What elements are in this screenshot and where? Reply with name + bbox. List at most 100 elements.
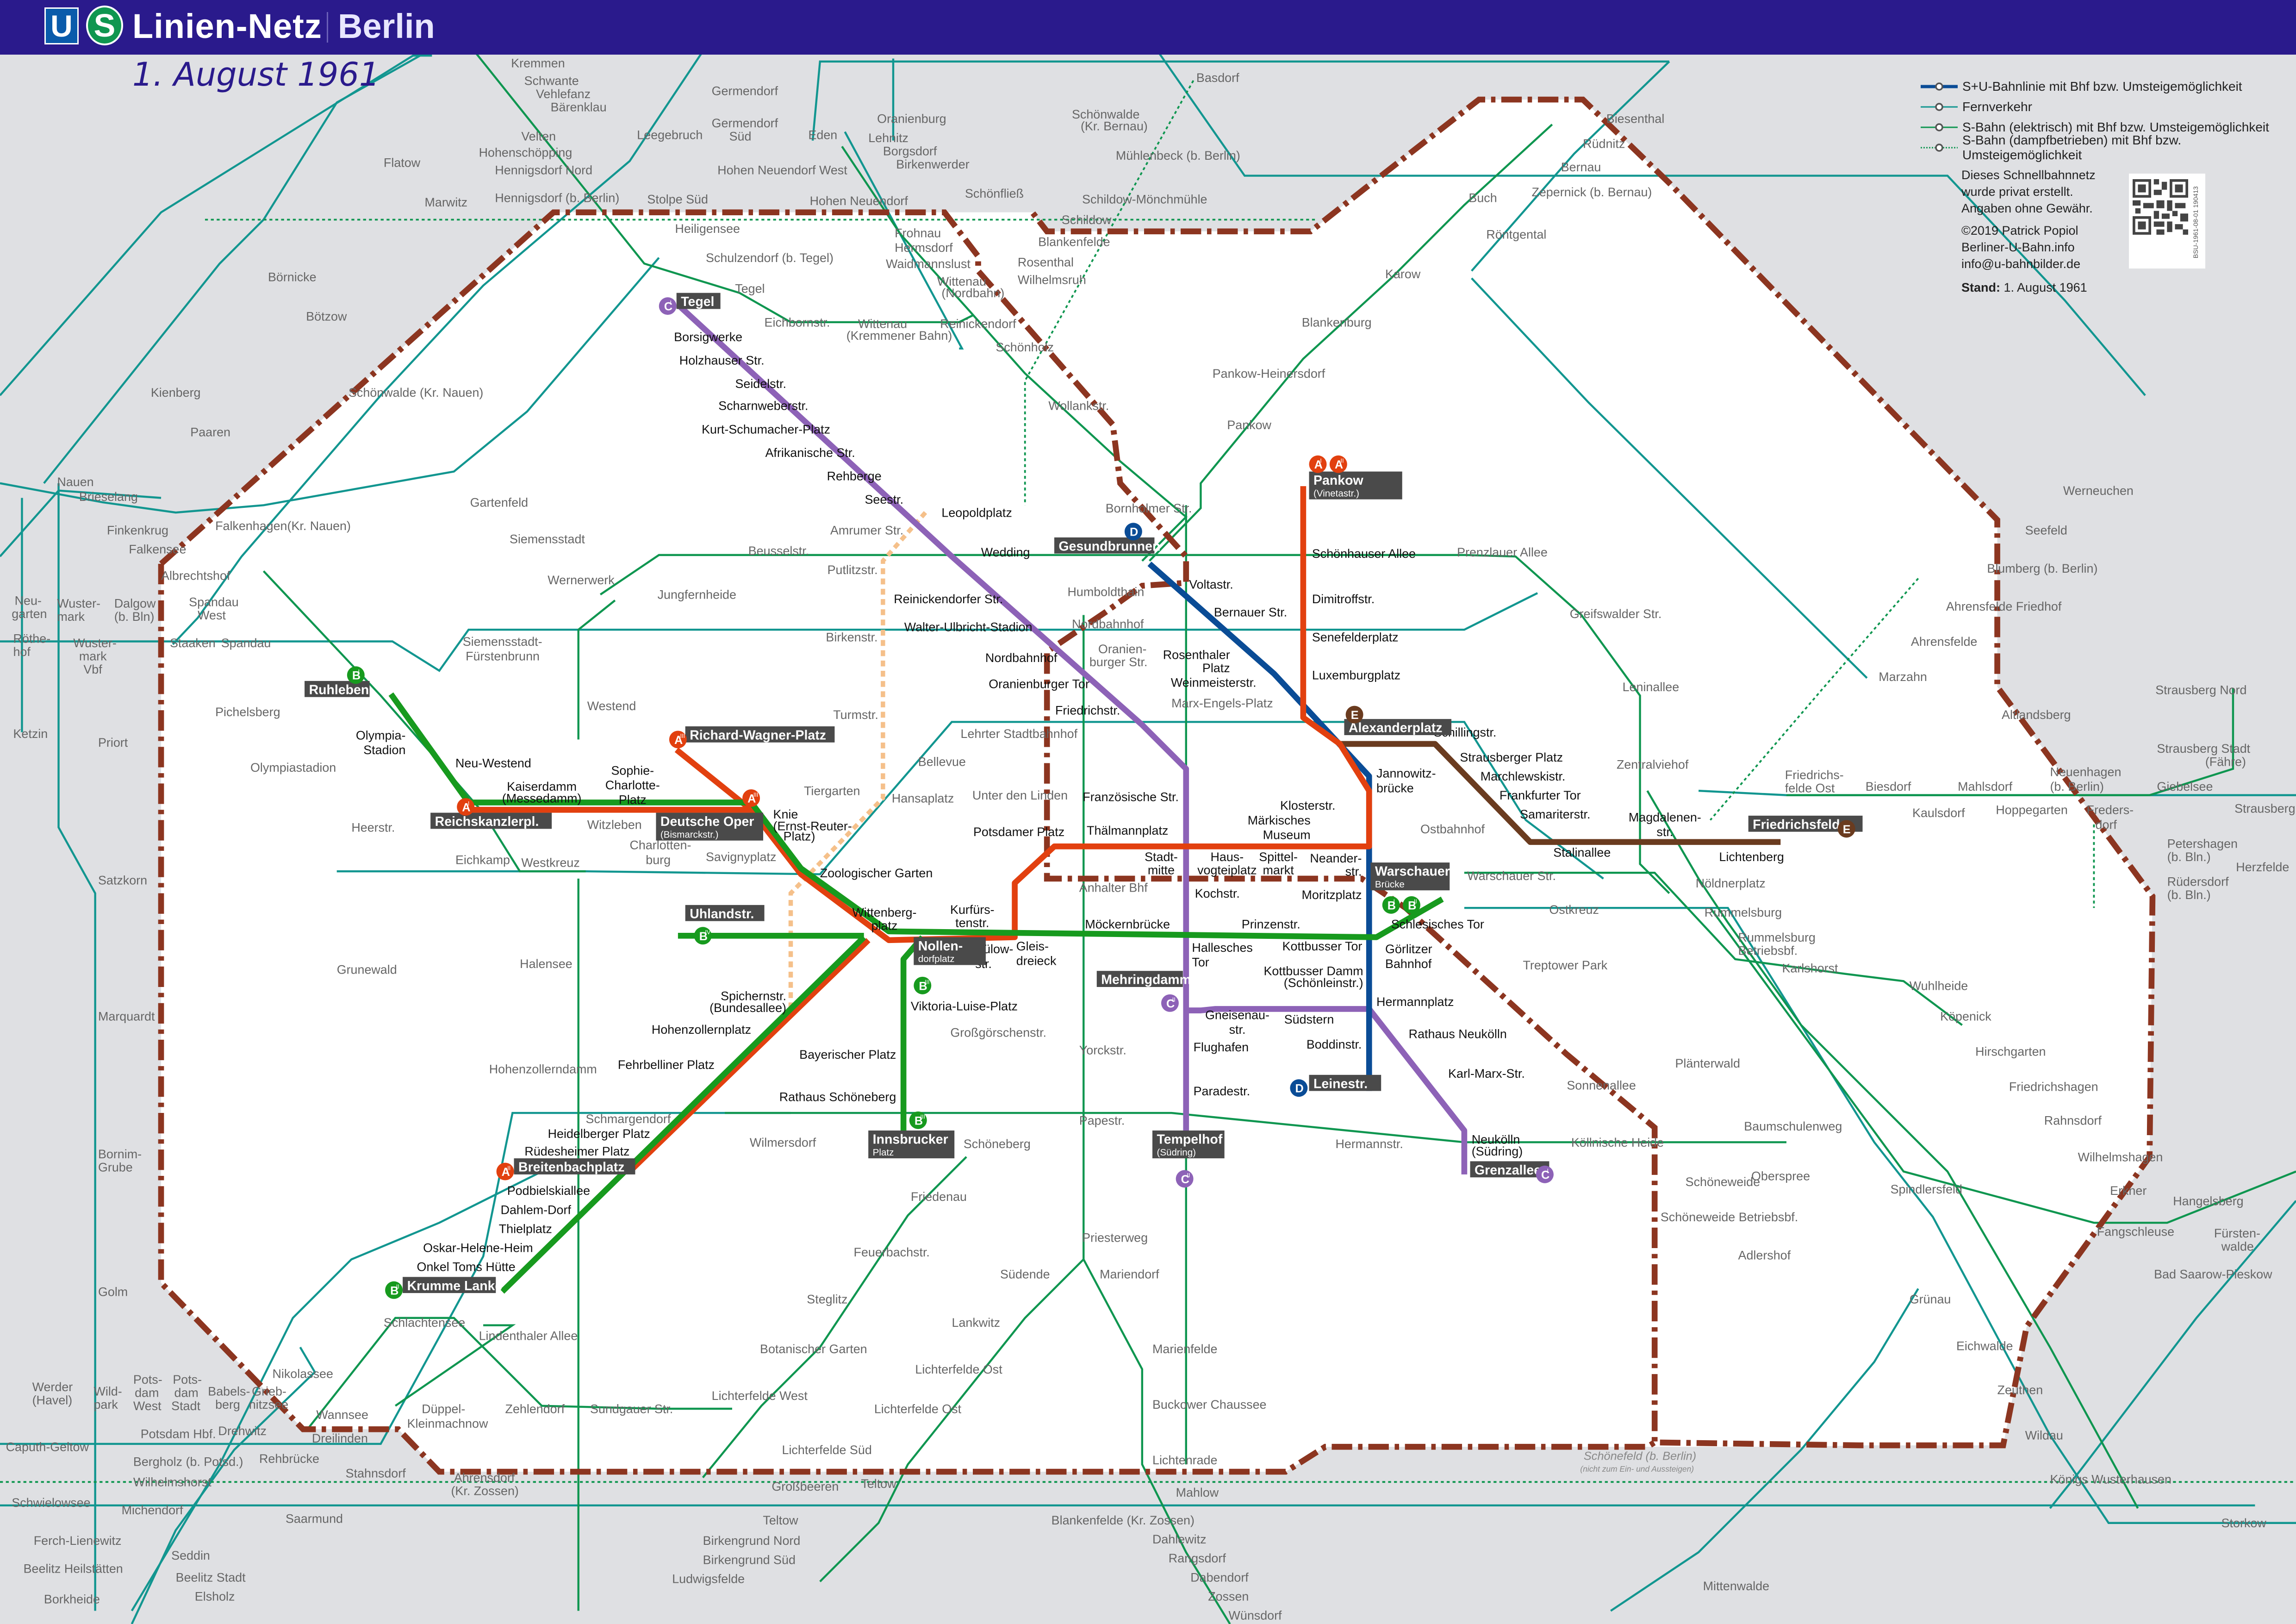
sbahn-station-label[interactable]: Schöneweide Betriebsbf. bbox=[1661, 1210, 1798, 1224]
sbahn-station-label[interactable]: Grunewald bbox=[337, 963, 397, 977]
sbahn-station-label[interactable]: Kremmen bbox=[511, 56, 565, 70]
sbahn-station-label[interactable]: Wilmersdorf bbox=[750, 1136, 816, 1149]
ubahn-station-label[interactable]: Platz bbox=[619, 793, 647, 807]
credit-email[interactable]: info@u-bahnbilder.de bbox=[1961, 257, 2081, 271]
sbahn-station-label[interactable]: Teltow bbox=[861, 1477, 896, 1491]
ubahn-station-label[interactable]: Gneisenau- bbox=[1205, 1008, 1269, 1022]
sbahn-station-label[interactable]: Kleinmachnow bbox=[407, 1417, 488, 1430]
terminal-station-label[interactable]: Grenzallee bbox=[1475, 1163, 1541, 1178]
ubahn-station-label[interactable]: Dimitroffstr. bbox=[1312, 592, 1375, 606]
sbahn-station-label[interactable]: Süd bbox=[729, 130, 752, 144]
sbahn-station-label[interactable]: Plänterwald bbox=[1675, 1056, 1740, 1070]
sbahn-station-label[interactable]: Stahnsdorf bbox=[346, 1467, 406, 1480]
sbahn-station-label[interactable]: Birkenwerder bbox=[896, 157, 969, 171]
ubahn-station-label[interactable]: mitte bbox=[1148, 863, 1175, 877]
sbahn-station-label[interactable]: Buckower Chaussee bbox=[1152, 1398, 1267, 1412]
ubahn-station-label[interactable]: str. bbox=[1345, 865, 1362, 879]
sbahn-station-label[interactable]: (Kremmener Bahn) bbox=[846, 329, 952, 343]
sbahn-station-label[interactable]: Humboldthain bbox=[1067, 585, 1144, 599]
ubahn-station-label[interactable]: Thälmannplatz bbox=[1087, 824, 1168, 837]
ubahn-station-label[interactable]: (Messedamm) bbox=[502, 791, 582, 805]
sbahn-station-label[interactable]: Greifswalder Str. bbox=[1570, 607, 1662, 621]
sbahn-station-label[interactable]: Wuster- bbox=[73, 636, 117, 650]
ubahn-station-label[interactable]: Afrikanische Str. bbox=[765, 446, 855, 460]
sbahn-station-label[interactable]: Hennigsdorf Nord bbox=[495, 163, 592, 177]
sbahn-station-label[interactable]: Eichbornstr. bbox=[765, 315, 830, 329]
sbahn-station-label[interactable]: Beelitz Heilstätten bbox=[24, 1562, 123, 1575]
sbahn-station-label[interactable]: Borkheide bbox=[44, 1593, 100, 1606]
sbahn-station-label[interactable]: Pankow-Heinersdorf bbox=[1213, 367, 1325, 381]
ubahn-station-label[interactable]: dreieck bbox=[1016, 954, 1057, 968]
ubahn-station-label[interactable]: Jannowitz- bbox=[1376, 767, 1436, 781]
sbahn-station-label[interactable]: Heiligensee bbox=[675, 222, 740, 236]
sbahn-station-label[interactable]: Lichterfelde Ost bbox=[915, 1362, 1002, 1376]
ubahn-station-label[interactable]: Knie bbox=[773, 807, 798, 821]
sbahn-station-label[interactable]: Wünsdorf bbox=[1229, 1609, 1282, 1623]
sbahn-station-label[interactable]: Lehrter Stadtbahnhof bbox=[961, 727, 1078, 741]
terminal-station-label[interactable]: Ruhleben bbox=[309, 682, 369, 697]
ubahn-station-label[interactable]: Oskar-Helene-Heim bbox=[423, 1241, 533, 1255]
sbahn-station-label[interactable]: Fangschleuse bbox=[2097, 1225, 2174, 1239]
ubahn-station-label[interactable]: Rosenthaler bbox=[1163, 648, 1230, 662]
sbahn-station-label[interactable]: Siemensstadt bbox=[510, 532, 585, 546]
sbahn-station-label[interactable]: Zepernick (b. Bernau) bbox=[1531, 185, 1652, 199]
sbahn-station-label[interactable]: Buch bbox=[1468, 191, 1497, 205]
sbahn-station-label[interactable]: Oberspree bbox=[1751, 1169, 1810, 1183]
sbahn-station-label[interactable]: Herzfelde bbox=[2236, 860, 2289, 874]
ubahn-station-label[interactable]: Strausberger Platz bbox=[1460, 750, 1563, 764]
ubahn-station-label[interactable]: Fehrbelliner Platz bbox=[618, 1058, 715, 1072]
ubahn-station-label[interactable]: Schlesisches Tor bbox=[1391, 917, 1484, 931]
ubahn-station-label[interactable]: Karl-Marx-Str. bbox=[1448, 1067, 1525, 1081]
sbahn-station-label[interactable]: Brieselang bbox=[79, 490, 138, 504]
sbahn-station-label[interactable]: Grünau bbox=[1910, 1292, 1951, 1306]
sbahn-station-label[interactable]: Rüdersdorf bbox=[2167, 875, 2229, 889]
sbahn-station-label[interactable]: Schöneberg bbox=[964, 1137, 1031, 1151]
sbahn-station-label[interactable]: Schlachtensee bbox=[384, 1316, 465, 1330]
sbahn-station-label[interactable]: Storkow bbox=[2221, 1516, 2267, 1530]
ubahn-station-label[interactable]: Kottbusser Damm bbox=[1263, 964, 1363, 978]
sbahn-station-label[interactable]: Marwitz bbox=[425, 195, 468, 209]
sbahn-station-label[interactable]: Pichelsberg bbox=[215, 705, 280, 719]
sbahn-station-label[interactable]: Leegebruch bbox=[637, 128, 703, 142]
sbahn-station-label[interactable]: Karow bbox=[1385, 267, 1421, 281]
sbahn-station-label[interactable]: Velten bbox=[521, 130, 556, 144]
sbahn-station-label[interactable]: dam bbox=[174, 1386, 199, 1400]
ubahn-station-label[interactable]: Samariterstr. bbox=[1520, 807, 1590, 821]
sbahn-station-label[interactable]: Heerstr. bbox=[351, 821, 395, 835]
ubahn-station-label[interactable]: Charlotte- bbox=[605, 778, 660, 792]
sbahn-station-label[interactable]: Wilhelmshorst bbox=[133, 1475, 212, 1489]
sbahn-station-label[interactable]: Hohenschöpping bbox=[479, 145, 572, 159]
sbahn-station-label[interactable]: Beelitz Stadt bbox=[176, 1570, 246, 1584]
sbahn-station-label[interactable]: Witzleben bbox=[587, 818, 642, 831]
sbahn-station-label[interactable]: Großbeeren bbox=[772, 1480, 839, 1493]
sbahn-station-label[interactable]: Steglitz bbox=[807, 1292, 847, 1306]
terminal-station-label[interactable]: Friedrichsfelde bbox=[1753, 817, 1847, 832]
sbahn-station-label[interactable]: Wittenau bbox=[858, 317, 907, 331]
ubahn-station-label[interactable]: Kaiserdamm bbox=[507, 780, 577, 793]
sbahn-station-label[interactable]: Oranien- bbox=[1098, 642, 1147, 656]
ubahn-station-label[interactable]: Neukölln bbox=[1472, 1132, 1520, 1146]
sbahn-station-label[interactable]: Fürstenbrunn bbox=[466, 650, 540, 663]
sbahn-station-label[interactable]: Ludwigsfelde bbox=[672, 1572, 745, 1586]
sbahn-station-label[interactable]: Nikolassee bbox=[272, 1367, 333, 1381]
sbahn-station-label[interactable]: Kienberg bbox=[151, 386, 201, 400]
sbahn-station-label[interactable]: (Fähre) bbox=[2205, 755, 2246, 768]
sbahn-station-label[interactable]: Bötzow bbox=[306, 310, 347, 324]
terminal-station-label[interactable]: Richard-Wagner-Platz bbox=[690, 728, 826, 743]
sbahn-station-label[interactable]: Marzahn bbox=[1879, 670, 1927, 684]
ubahn-station-label[interactable]: Kurfürs- bbox=[950, 903, 995, 917]
sbahn-station-label[interactable]: Schwante bbox=[524, 74, 579, 87]
sbahn-station-label[interactable]: Grieb- bbox=[252, 1385, 286, 1399]
sbahn-station-label[interactable]: Nauen bbox=[57, 475, 93, 489]
sbahn-station-label[interactable]: Karlshorst bbox=[1782, 961, 1838, 975]
ubahn-station-label[interactable]: Holzhauser Str. bbox=[679, 354, 765, 368]
ubahn-station-label[interactable]: Onkel Toms Hütte bbox=[417, 1260, 516, 1274]
sbahn-station-label[interactable]: Birkengrund Süd bbox=[703, 1553, 796, 1567]
sbahn-station-label[interactable]: Hoppegarten bbox=[1996, 803, 2067, 817]
ubahn-station-label[interactable]: Marchlewskistr. bbox=[1481, 769, 1566, 783]
ubahn-station-label[interactable]: Rüdesheimer Platz bbox=[524, 1144, 629, 1158]
ubahn-station-label[interactable]: Möckernbrücke bbox=[1085, 917, 1170, 931]
sbahn-station-label[interactable]: Westkreuz bbox=[521, 856, 579, 870]
ubahn-station-label[interactable]: Gleis- bbox=[1016, 939, 1049, 953]
ubahn-station-label[interactable]: Bahnhof bbox=[1385, 957, 1432, 971]
